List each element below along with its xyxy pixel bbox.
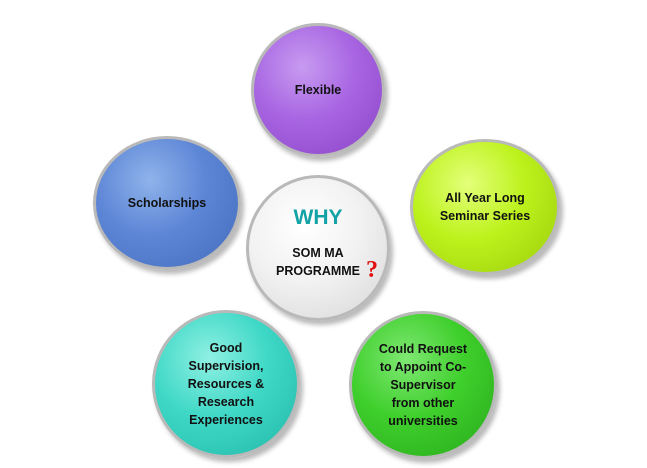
co-supervisor-label: Could Request to Appoint Co- Supervisor …: [378, 342, 468, 428]
co-supervisor-circle: Could Request to Appoint Co- Supervisor …: [349, 311, 497, 459]
supervision-circle: Good Supervision, Resources & Research E…: [152, 310, 300, 458]
center-subtitle: SOM MA PROGRAMME: [275, 246, 361, 278]
seminar-series-circle: All Year Long Seminar Series: [410, 139, 560, 275]
flexible-label: Flexible: [294, 83, 342, 97]
scholarships-circle: Scholarships: [93, 136, 241, 270]
center-subtitle-wrap: SOM MA PROGRAMME ?: [275, 244, 378, 283]
seminar-series-label: All Year Long Seminar Series: [439, 191, 531, 223]
flexible-circle: Flexible: [251, 23, 385, 157]
scholarships-label: Scholarships: [127, 196, 207, 210]
supervision-label: Good Supervision, Resources & Research E…: [187, 341, 265, 427]
question-mark-icon: ?: [366, 257, 379, 283]
center-title: WHY: [293, 206, 343, 229]
center-why-circle: WHY SOM MA PROGRAMME ?: [246, 175, 390, 321]
